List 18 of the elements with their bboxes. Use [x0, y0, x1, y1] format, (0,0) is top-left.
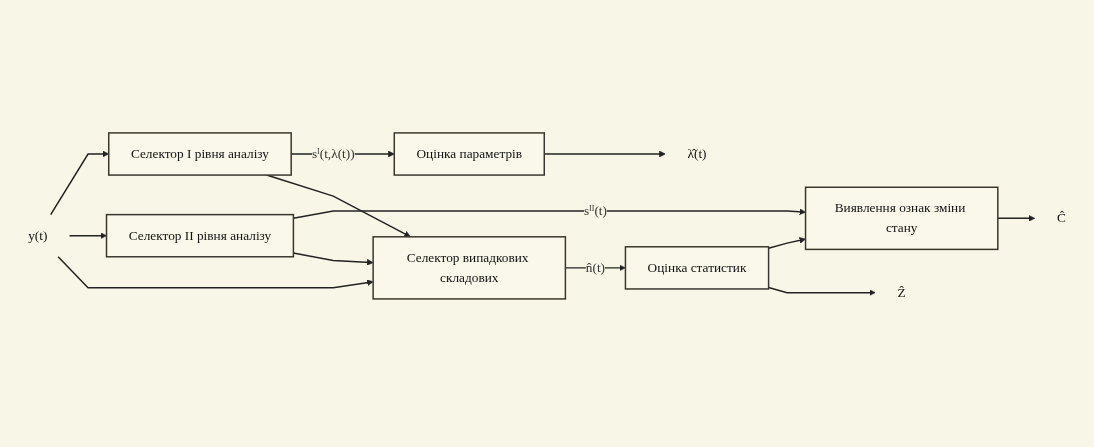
node-box: Селектор II рівня аналізу	[105, 214, 295, 258]
arrow	[767, 287, 876, 297]
arrow	[767, 237, 806, 250]
node-box: Оцінка статистик	[624, 246, 770, 290]
node-box: Селектор I рівня аналізу	[108, 132, 292, 176]
node-box: Селектор випадкових складових	[372, 236, 567, 300]
arrow	[68, 232, 107, 240]
arrow	[997, 215, 1036, 222]
node-text: Ẑ	[897, 285, 906, 300]
node-text: Ĉ	[1056, 210, 1066, 226]
edge-label: sᴵᴵ(t)	[583, 203, 607, 219]
edge-label: sᴵ(t,λ(t))	[311, 146, 355, 162]
arrow	[57, 256, 374, 289]
node-text: λ̂(t)	[687, 146, 707, 162]
node-text: y(t)	[28, 228, 48, 243]
edge-label: n̂(t)	[585, 260, 606, 276]
node-box: Виявлення ознак зміни стану	[804, 186, 999, 251]
node-box: Оцінка параметрів	[393, 132, 545, 176]
